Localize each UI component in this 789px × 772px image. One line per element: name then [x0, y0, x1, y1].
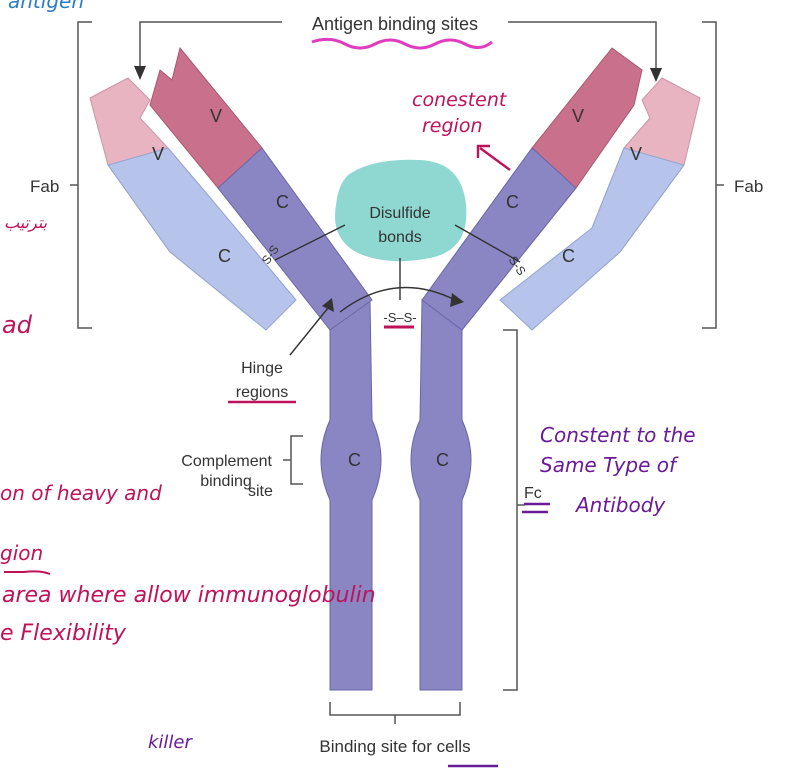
arabic-fragment: بترتيب — [4, 213, 48, 232]
complement-bracket — [283, 436, 303, 484]
constant-region-arrow — [480, 148, 510, 170]
d-fragment: ad — [2, 311, 33, 339]
binding-label: binding — [200, 473, 252, 490]
hinge-label: Hinge — [241, 360, 283, 377]
left-heavy-stem — [321, 300, 381, 690]
killer-note: killer — [148, 732, 194, 753]
constant-note-3: Antibody — [574, 493, 666, 517]
fc-label: Fc — [524, 485, 542, 502]
area-line — [4, 571, 50, 574]
cells-binding-label: Binding site for cells — [319, 737, 470, 756]
fc-bracket — [503, 330, 525, 690]
c-left-heavy: C — [276, 192, 289, 212]
c-right-stem: C — [436, 450, 449, 470]
arrow-head-left — [134, 66, 146, 80]
cells-bracket — [330, 702, 460, 724]
c-left-light: C — [218, 246, 231, 266]
bonds-label: bonds — [378, 229, 422, 246]
disulfide-label: Disulfide — [369, 205, 430, 222]
constant-note-1: Constent to the — [540, 423, 696, 447]
c-right-heavy: C — [506, 192, 519, 212]
right-heavy-stem — [411, 300, 471, 690]
v-right-heavy: V — [572, 106, 584, 126]
fab-right-bracket — [702, 22, 724, 328]
complement-label: Complement — [181, 453, 272, 470]
constant-region-note-1: conestent — [412, 89, 508, 111]
fab-left-bracket — [70, 22, 92, 328]
antigen-underline — [312, 39, 492, 48]
bottom-note-2: gion — [0, 541, 43, 565]
antigen-binding-label: Antigen binding sites — [312, 14, 478, 34]
bottom-note-1: on of heavy and — [0, 481, 162, 505]
v-right-light: V — [630, 144, 642, 164]
v-left-light: V — [152, 144, 164, 164]
v-left-heavy: V — [210, 106, 222, 126]
fab-right-label: Fab — [734, 177, 763, 196]
bottom-note-3: area where allow immunoglobulin — [2, 583, 376, 608]
constant-note-2: Same Type of — [540, 453, 679, 477]
fc-equal-mark — [522, 504, 550, 512]
center-ss-label: -S–S- — [383, 310, 416, 325]
fc-stems — [321, 300, 471, 690]
fab-left-label: Fab — [30, 177, 59, 196]
c-right-light: C — [562, 246, 575, 266]
regions-label: regions — [236, 384, 288, 401]
constant-region-note-2: region — [422, 115, 483, 137]
top-left-fragment: antigen — [8, 0, 84, 13]
bottom-note-4: e Flexibility — [0, 621, 127, 646]
site-label: site — [248, 483, 273, 500]
c-left-stem: C — [348, 450, 361, 470]
